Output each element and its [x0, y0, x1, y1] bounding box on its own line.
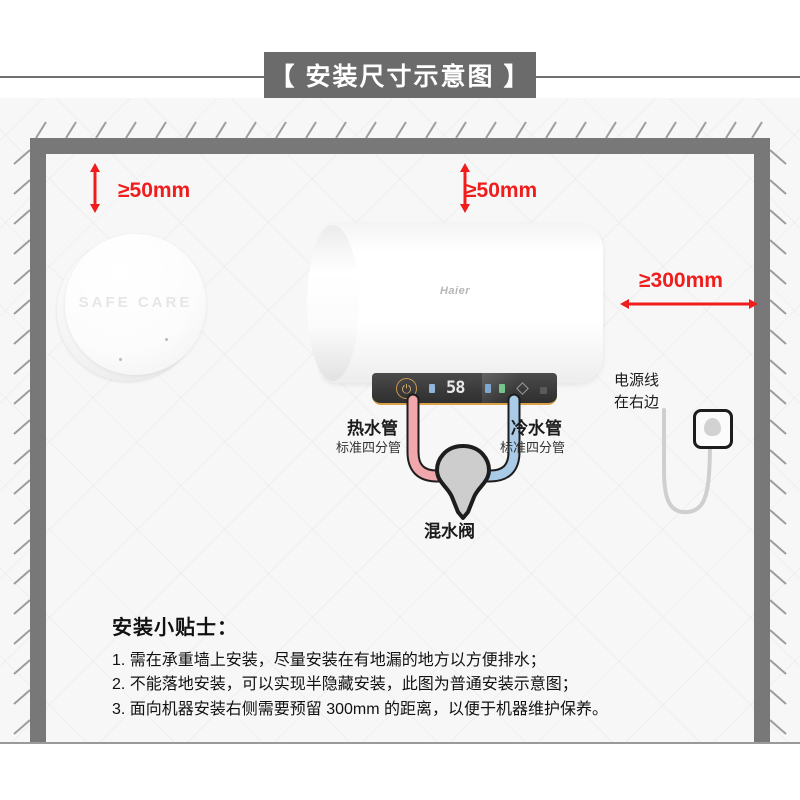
detector-vent-dot [119, 358, 122, 361]
wall-hatch-left [13, 149, 30, 735]
page-title: 【 安装尺寸示意图 】 [269, 63, 531, 91]
hot-pipe-label: 热水管 [347, 419, 398, 438]
left-clearance-arrow [90, 163, 100, 213]
power-cord [662, 408, 712, 515]
left-clearance-label: ≥50mm [118, 179, 191, 202]
wall-left [30, 138, 46, 742]
detector-cap [65, 234, 206, 375]
header-banner: 【 安装尺寸示意图 】 [264, 52, 536, 98]
power-cord-label-line1: 电源线 [614, 372, 660, 389]
tip-item: 2. 不能落地安装，可以实现半隐藏安装，此图为普通安装示意图； [112, 676, 578, 694]
background-pattern [0, 98, 800, 744]
heater-body [321, 223, 603, 383]
indicator-icon [485, 384, 491, 393]
power-outlet-icon [693, 409, 733, 449]
detector-vent-dot [165, 338, 168, 341]
wall-right [754, 138, 770, 742]
panel-corner-icon [540, 387, 547, 394]
cold-pipe-label: 冷水管 [511, 419, 562, 438]
mixing-valve [435, 444, 491, 520]
detector-label: SAFE CARE [78, 294, 193, 311]
right-clearance-arrow [620, 299, 758, 309]
tips-title: 安装小贴士： [112, 617, 238, 639]
safety-detector: SAFE CARE [57, 234, 206, 383]
wall-hatch-right [770, 149, 787, 735]
tip-item: 3. 面向机器安装右侧需要预留 300mm 的距离，以便于机器维护保养。 [112, 700, 609, 718]
power-icon[interactable]: ⏻ [396, 378, 417, 399]
heater-brand-logo: Haier [439, 285, 471, 297]
wall-top [30, 138, 770, 154]
hot-pipe-sublabel: 标准四分管 [336, 440, 402, 455]
outlet-plug-shape [704, 418, 721, 436]
right-clearance-label: ≥300mm [639, 269, 723, 292]
top-clearance-arrow [460, 163, 470, 213]
installation-tips: 安装小贴士： 1. 需在承重墙上安装，尽量安装在有地漏的地方以方便排水； 2. … [112, 611, 608, 722]
heater-control-panel[interactable]: ⏻ 58 [372, 373, 557, 405]
indicator-icon [499, 384, 505, 393]
water-heater: Haier [307, 223, 603, 383]
scene-bottom-rule [0, 742, 800, 744]
diagram-scene [0, 98, 800, 744]
top-clearance-label: ≥50mm [465, 179, 538, 202]
mixing-valve-label: 混水阀 [424, 522, 475, 541]
heater-end-cap [307, 225, 359, 381]
cold-pipe-sublabel: 标准四分管 [500, 440, 566, 455]
temperature-display: 58 [446, 378, 466, 398]
wall-hatch-top [35, 121, 763, 138]
power-cord-label-line2: 在右边 [614, 394, 660, 411]
tip-item: 1. 需在承重墙上安装，尽量安装在有地漏的地方以方便排水； [112, 652, 546, 669]
indicator-icon [429, 384, 435, 393]
